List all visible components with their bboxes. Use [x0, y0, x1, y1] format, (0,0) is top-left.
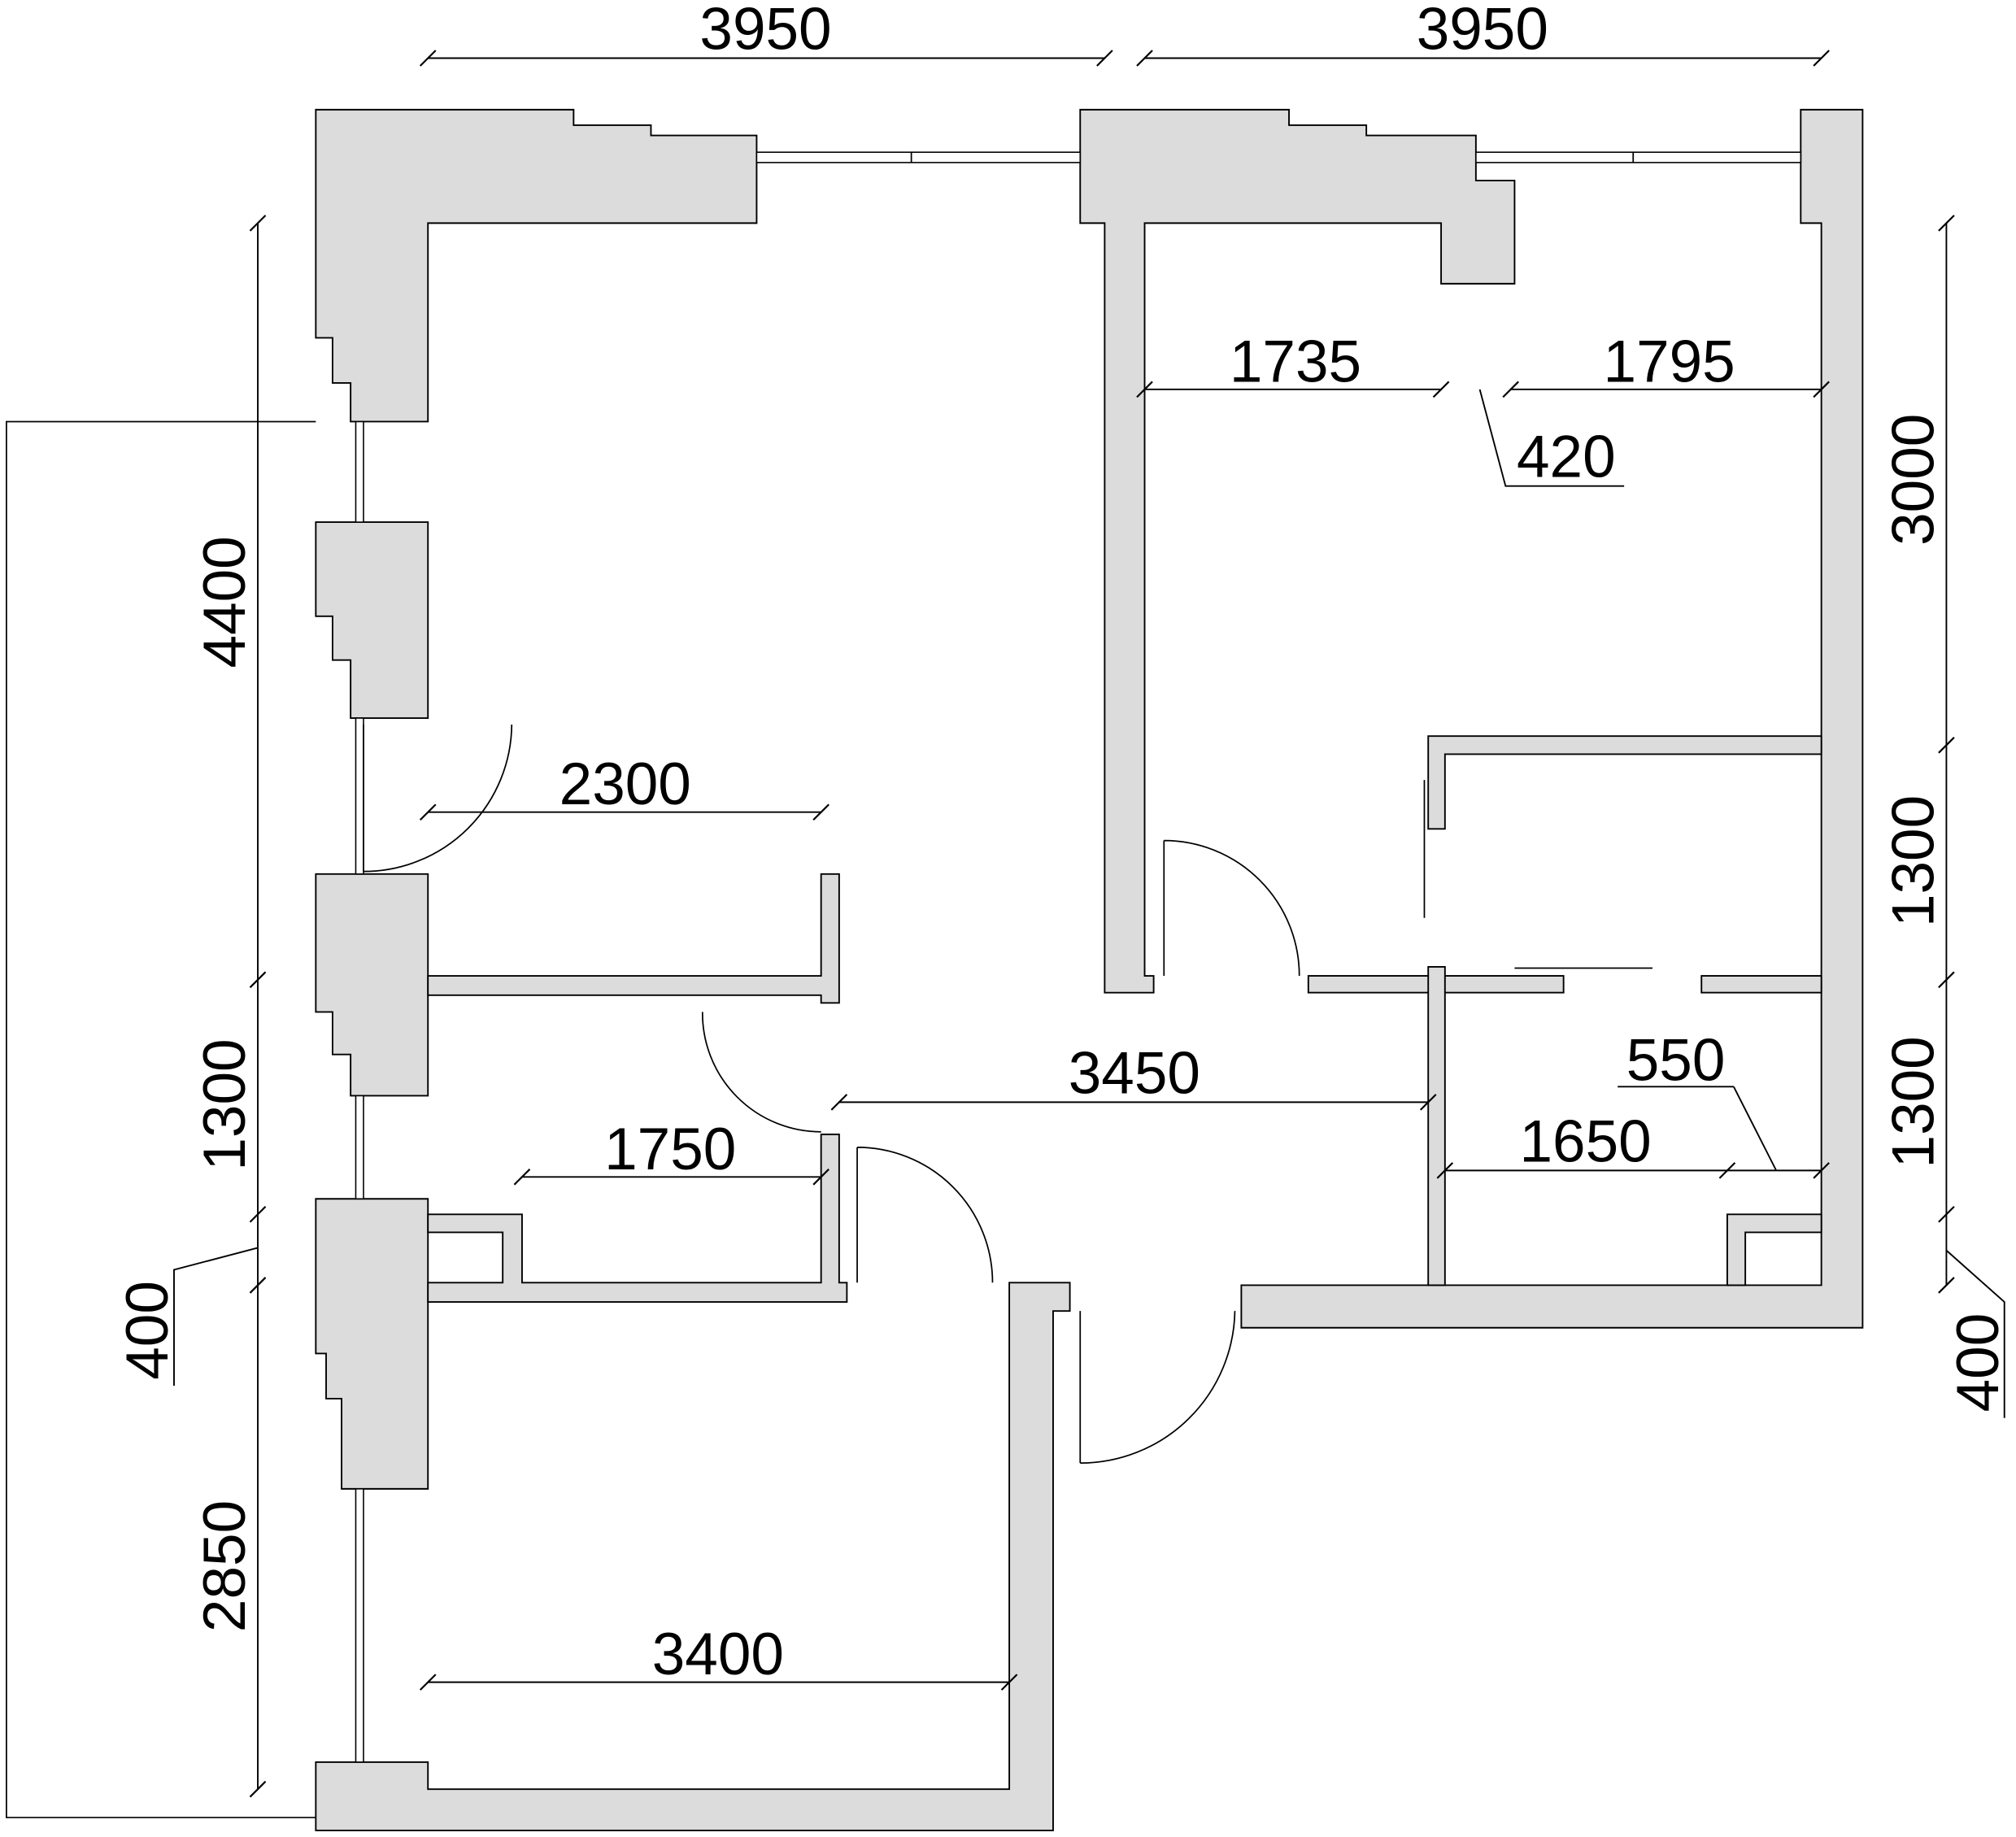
doors — [363, 724, 1653, 1465]
dim-top-left: 3950 — [699, 0, 831, 62]
dim-left-mid: 1300 — [192, 1038, 258, 1170]
dim-bedroom: 3400 — [652, 1622, 784, 1687]
walls — [315, 108, 1864, 1831]
dim-living-depth: 2300 — [560, 751, 691, 817]
windows — [355, 151, 1802, 1763]
dim-bath: 1650 — [1519, 1108, 1651, 1174]
dim-left-bottom: 2850 — [192, 1500, 258, 1632]
balcony-outline — [6, 420, 316, 1818]
dim-storage: 1750 — [604, 1117, 736, 1182]
dim-left-wall: 400 — [115, 1281, 181, 1380]
dimension-lines — [173, 50, 2005, 1798]
dim-hall: 3450 — [1069, 1040, 1200, 1106]
dim-pillar: 420 — [1517, 424, 1616, 490]
dim-right-top: 3000 — [1881, 414, 1947, 546]
dim-left-top: 4400 — [192, 536, 258, 668]
dimension-labels: 3950 3950 1735 1795 420 3000 1300 1300 4… — [115, 0, 2011, 1687]
dim-room-right-right: 1795 — [1604, 329, 1735, 394]
dim-right-mid: 1300 — [1881, 795, 1947, 927]
dim-right-low: 1300 — [1881, 1036, 1947, 1168]
dim-room-right-left: 1735 — [1230, 329, 1361, 394]
dim-top-right: 3950 — [1417, 0, 1548, 62]
dim-right-wall: 400 — [1945, 1313, 2011, 1413]
dim-niche: 550 — [1626, 1027, 1726, 1093]
